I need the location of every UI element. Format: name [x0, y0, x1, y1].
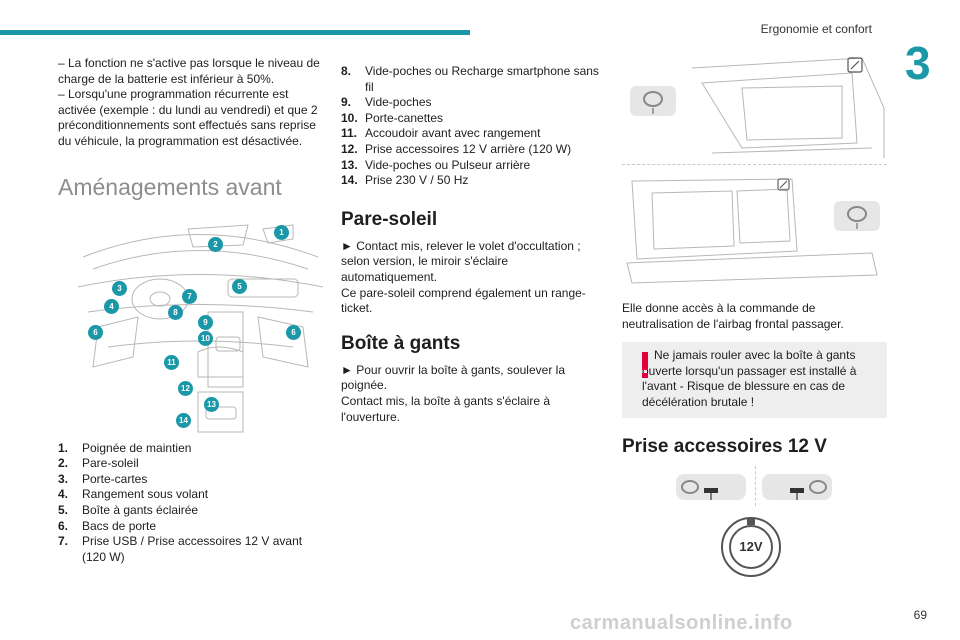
front-cabin-illustration: 1 2 3 4 5 6 6 7 8 9 10 11 12 13 14	[77, 217, 324, 433]
airbag-text: Elle donne accès à la commande de neutra…	[622, 301, 844, 331]
list-item: 10.Porte-canettes	[341, 110, 444, 125]
callout-2: 2	[208, 236, 223, 252]
glovebox-line-2: Contact mis, la boîte à gants s'éclaire …	[341, 393, 551, 424]
chapter-number: 3	[905, 37, 931, 89]
glovebox-line-1: ► Pour ouvrir la boîte à gants, soulever…	[341, 362, 565, 393]
callout-6-left: 6	[88, 324, 103, 340]
sunvisor-line-1: ► Contact mis, relever le volet d'occult…	[341, 238, 581, 284]
intro-line-2: – Lorsqu'une programmation récurrente es…	[58, 87, 318, 148]
warning-box: Ne jamais rouler avec la boîte à gants o…	[622, 342, 887, 418]
list-item: 13.Vide-poches ou Pulseur arrière	[341, 157, 531, 172]
steering-wheel-right-icon	[762, 473, 832, 500]
list-item: 7.Prise USB / Prise accessoires 12 V ava…	[58, 534, 303, 564]
list-item: 14.Prise 230 V / 50 Hz	[341, 173, 469, 188]
heading-prise-12v: Prise accessoires 12 V	[622, 435, 827, 457]
footer-watermark: carmanualsonline.info	[570, 612, 793, 634]
top-accent-bar	[0, 30, 470, 35]
heading-amenagements: Aménagements avant	[58, 173, 282, 200]
dashed-divider	[622, 164, 887, 165]
steering-wheel-icon	[630, 86, 676, 116]
vertical-divider	[755, 465, 756, 506]
glovebox-illustration-top	[622, 48, 887, 158]
socket-illustration: 12V	[622, 465, 887, 584]
callout-3: 3	[112, 280, 127, 296]
socket-12v-icon: 12V	[720, 516, 782, 578]
warning-text: Ne jamais rouler avec la boîte à gants o…	[642, 348, 857, 409]
callout-11: 11	[164, 354, 179, 370]
heading-boite-a-gants: Boîte à gants	[341, 332, 461, 354]
callout-8: 8	[168, 304, 183, 320]
list-item: 1.Poignée de maintien	[58, 440, 192, 455]
list-item: 11.Accoudoir avant avec rangement	[341, 126, 541, 141]
list-item: 4.Rangement sous volant	[58, 487, 209, 502]
warning-exclamation-icon	[642, 352, 648, 379]
list-item: 3.Porte-cartes	[58, 471, 148, 486]
socket-label: 12V	[739, 538, 763, 554]
amenagements-list-2: 8.Vide-poches ou Recharge smartphone san…	[341, 64, 606, 189]
callout-1: 1	[274, 224, 289, 240]
list-item: 6.Bacs de porte	[58, 518, 157, 533]
steering-wheel-left-icon	[676, 473, 746, 500]
callout-6-right: 6	[286, 324, 301, 340]
callout-10: 10	[198, 330, 213, 346]
list-item: 5.Boîte à gants éclairée	[58, 502, 199, 517]
glovebox-drawing-bottom	[626, 178, 878, 284]
callout-13: 13	[204, 396, 219, 412]
callout-12: 12	[178, 380, 193, 396]
callout-4: 4	[104, 298, 119, 314]
column-3: Elle donne accès à la commande de neutra…	[622, 48, 887, 584]
callout-9: 9	[198, 314, 213, 330]
amenagements-list-1: 1.Poignée de maintien 2.Pare-soleil 3.Po…	[58, 441, 323, 566]
list-item: 8.Vide-poches ou Recharge smartphone san…	[341, 64, 599, 94]
page-number: 69	[913, 608, 927, 622]
callout-5: 5	[232, 278, 247, 294]
glovebox-drawing-top	[691, 57, 885, 158]
sunvisor-line-2: Ce pare-soleil comprend également un ran…	[341, 285, 586, 316]
heading-pare-soleil: Pare-soleil	[341, 208, 438, 230]
column-1: – La fonction ne s'active pas lorsque le…	[58, 56, 324, 566]
callout-layer: 1 2 3 4 5 6 6 7 8 9 10 11 12 13 14	[78, 217, 323, 433]
list-item: 12.Prise accessoires 12 V arrière (120 W…	[341, 141, 572, 156]
column-2: 8.Vide-poches ou Recharge smartphone san…	[341, 64, 606, 425]
callout-7: 7	[182, 288, 197, 304]
intro-line-1: – La fonction ne s'active pas lorsque le…	[58, 56, 320, 86]
list-item: 9.Vide-poches	[341, 95, 432, 110]
callout-14: 14	[176, 412, 191, 428]
glovebox-illustration-bottom	[622, 171, 887, 287]
steering-wheel-icon	[834, 201, 880, 231]
section-header: Ergonomie et confort	[760, 22, 872, 36]
list-item: 2.Pare-soleil	[58, 456, 139, 471]
